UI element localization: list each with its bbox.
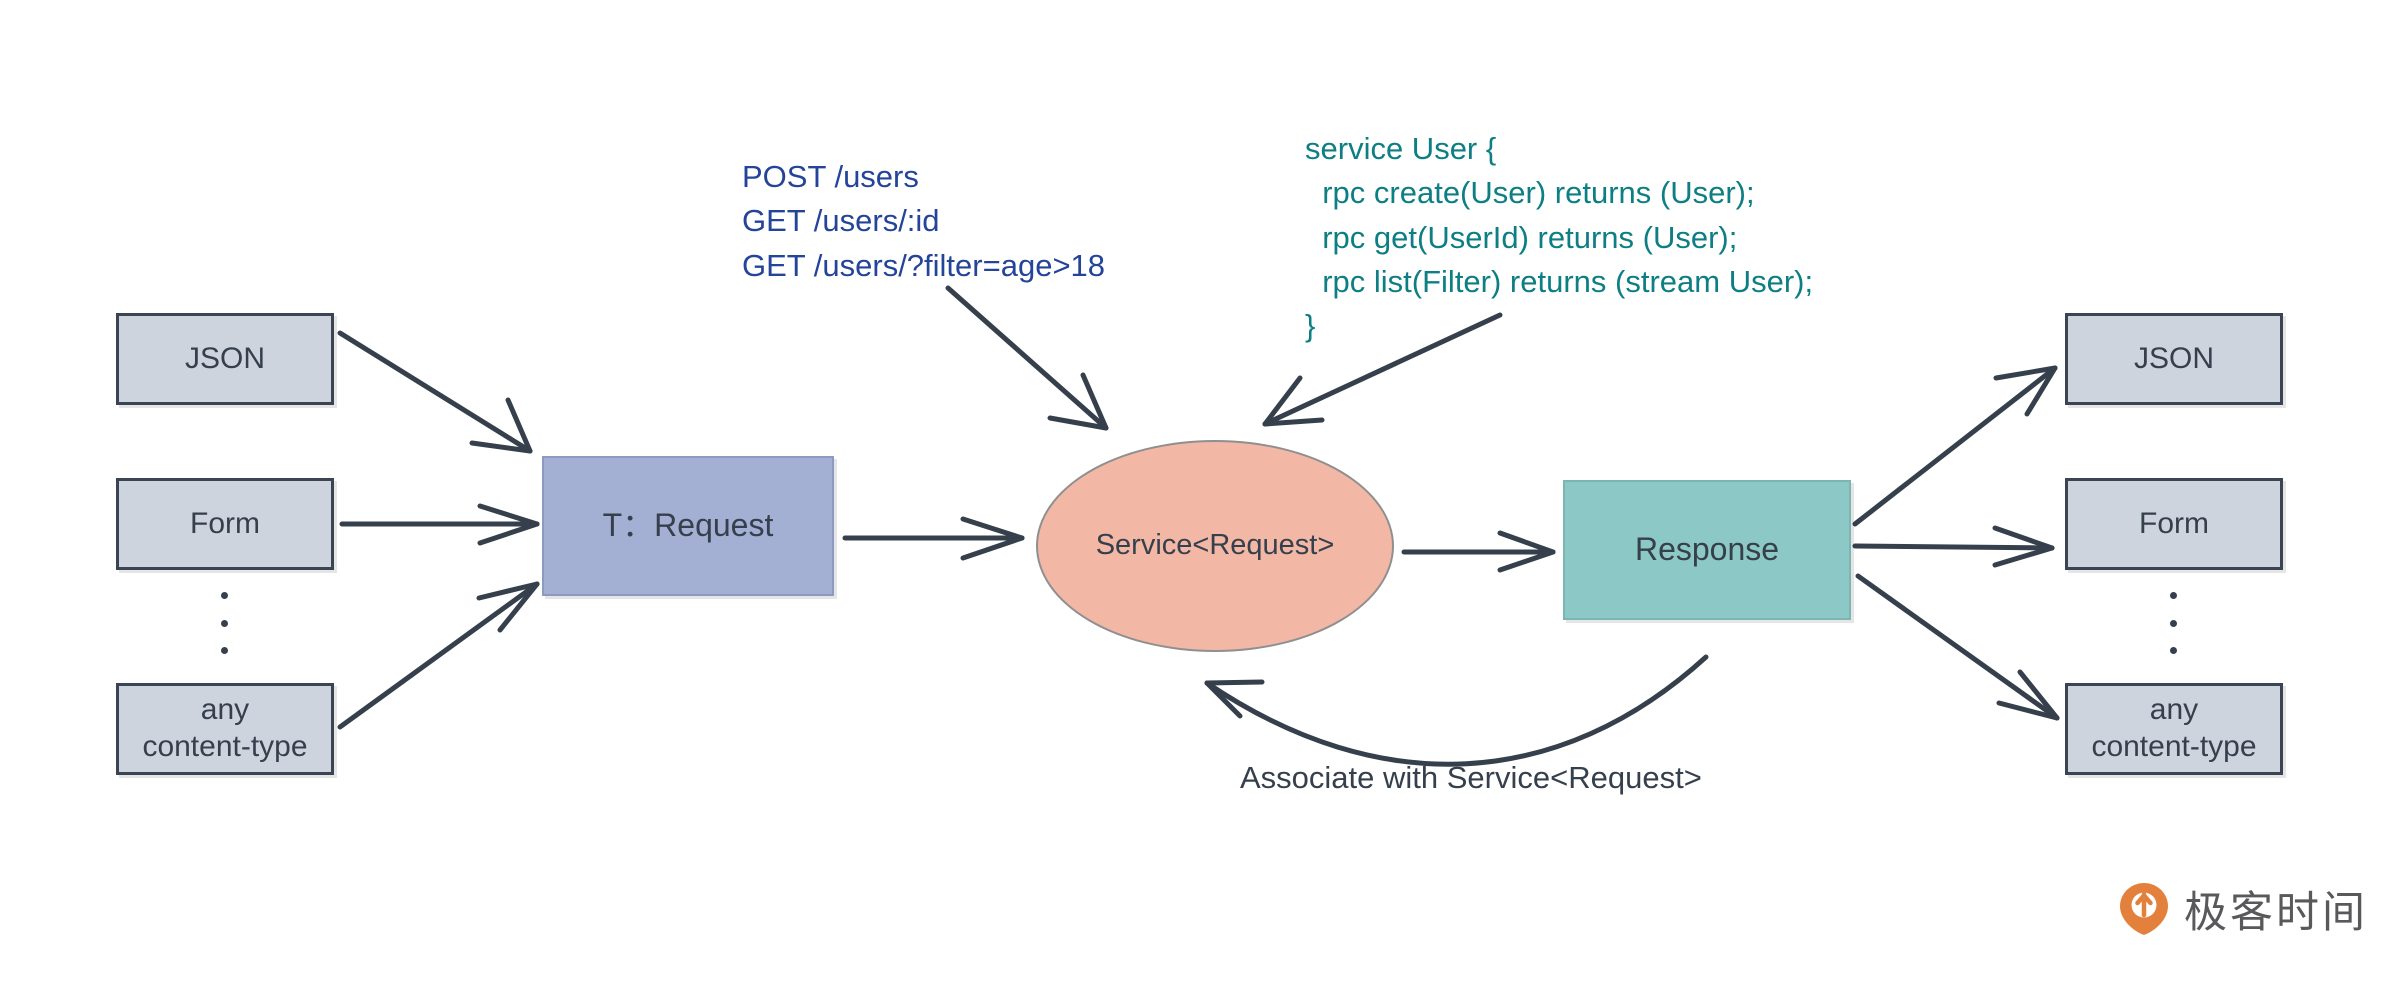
ellipsis-dot xyxy=(2170,647,2177,654)
ellipsis-dot xyxy=(221,592,228,599)
output-box-json[interactable]: JSON xyxy=(2065,313,2283,405)
arrow-request-to-service xyxy=(842,516,1025,561)
ellipsis-dot xyxy=(221,619,228,627)
arrow-response-to-form xyxy=(1852,525,2055,568)
input-box-json[interactable]: JSON xyxy=(116,313,334,405)
arrow-service-to-response xyxy=(1401,530,1556,573)
response-box-label: Response xyxy=(1634,531,1780,568)
geektime-logo-icon xyxy=(2120,883,2168,935)
arrow-form-to-request xyxy=(339,503,540,546)
arrow-grpc-annotation xyxy=(1262,312,1503,427)
request-box-label: T：Request xyxy=(602,507,774,544)
input-ellipsis xyxy=(220,592,229,654)
ellipsis-dot xyxy=(2170,592,2177,599)
response-box[interactable]: Response xyxy=(1563,480,1851,620)
input-box-any-content-type-label: any content-type xyxy=(142,693,308,763)
output-box-any-content-type[interactable]: any content-type xyxy=(2065,683,2283,775)
ellipsis-dot xyxy=(221,647,228,654)
service-ellipse-label: Service<Request> xyxy=(1095,529,1335,562)
output-box-form[interactable]: Form xyxy=(2065,478,2283,570)
grpc-annotation: service User { rpc create(User) returns … xyxy=(1305,131,1814,344)
arrow-http-annotation xyxy=(945,285,1109,431)
output-box-any-content-type-label: any content-type xyxy=(2091,693,2257,763)
arrow-response-to-anytype xyxy=(1855,573,2060,721)
input-box-form[interactable]: Form xyxy=(116,478,334,570)
input-box-json-label: JSON xyxy=(184,341,265,375)
watermark-text: 极客时间 xyxy=(2184,888,2368,938)
output-ellipsis xyxy=(2169,592,2178,654)
input-box-form-label: Form xyxy=(190,506,260,540)
feedback-caption: Associate with Service<Request> xyxy=(1240,760,1702,795)
request-box[interactable]: T：Request xyxy=(542,456,834,596)
arrow-feedback-curve xyxy=(1204,654,1709,767)
service-ellipse[interactable]: Service<Request> xyxy=(1036,440,1394,652)
ellipsis-dot xyxy=(2170,619,2177,627)
output-box-form-label: Form xyxy=(2139,506,2209,540)
input-box-any-content-type[interactable]: any content-type xyxy=(116,683,334,775)
output-box-json-label: JSON xyxy=(2133,341,2214,375)
arrow-response-to-json xyxy=(1852,365,2058,527)
arrow-json-to-request xyxy=(337,330,533,454)
watermark: 极客时间 xyxy=(2118,878,2368,940)
arrow-anytype-to-request xyxy=(337,581,540,730)
http-annotation: POST /users GET /users/:id GET /users/?f… xyxy=(742,159,1106,283)
